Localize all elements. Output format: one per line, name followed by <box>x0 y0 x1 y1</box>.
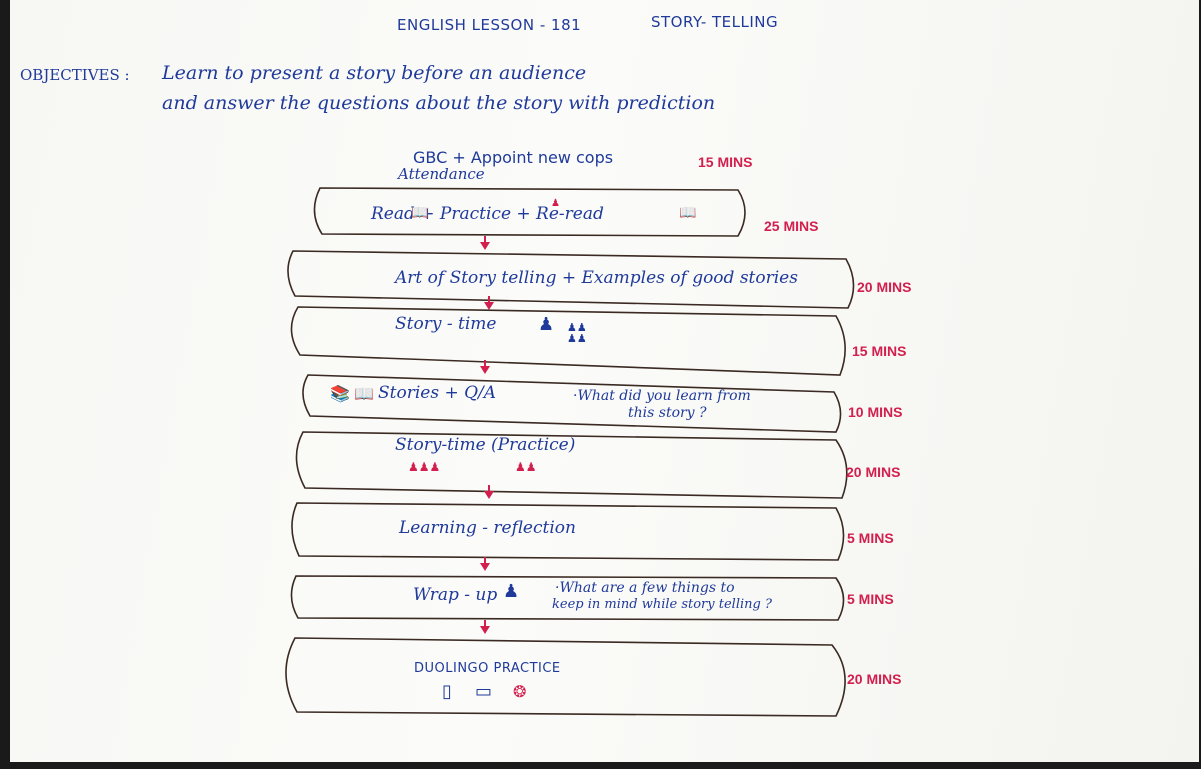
lesson-topic: STORY- TELLING <box>651 13 779 31</box>
storyteller-icon: ♟ <box>538 314 555 335</box>
step-box-4 <box>302 374 842 433</box>
book-stack-icon: 📚 <box>330 384 350 403</box>
flow-arrow <box>484 296 494 310</box>
flow-arrow <box>480 236 490 250</box>
step-box-7 <box>290 575 845 621</box>
step-4-note-2: this story ? <box>628 405 707 421</box>
step-1-text: Read + Practice + Re-read <box>371 204 604 224</box>
step-box-3 <box>290 306 846 376</box>
book-icon: 📖 <box>354 384 374 403</box>
step-5-minutes: 20 MINS <box>846 464 901 480</box>
flow-arrow <box>480 557 490 571</box>
wrap-up-icon: ♟ <box>503 581 520 602</box>
lesson-plan-sheet: ENGLISH LESSON - 181 STORY- TELLING OBJE… <box>10 0 1199 762</box>
step-box-6 <box>291 502 845 561</box>
step-8-minutes: 20 MINS <box>847 671 902 687</box>
step-5-text: Story-time (Practice) <box>395 435 576 455</box>
step-6-text: Learning - reflection <box>399 518 576 538</box>
flow-arrow <box>480 620 490 634</box>
step-6-minutes: 5 MINS <box>847 530 894 546</box>
step-4-minutes: 10 MINS <box>848 404 903 420</box>
step-4-text: Stories + Q/A <box>378 383 497 403</box>
flow-arrow <box>484 485 494 499</box>
person-icon: ♟ <box>551 198 560 209</box>
step-1-minutes: 25 MINS <box>764 218 819 234</box>
group-icon: ♟♟ <box>515 460 537 474</box>
tablet-icon: ▯ <box>442 681 452 702</box>
intro-minutes: 15 MINS <box>698 154 753 170</box>
step-7-note-2: keep in mind while story telling ? <box>552 597 772 612</box>
objectives-label: OBJECTIVES : <box>20 66 130 84</box>
step-8-text: DUOLINGO PRACTICE <box>414 661 561 676</box>
intro-line-2: Attendance <box>398 165 485 183</box>
flow-arrow <box>480 360 490 374</box>
step-box-5 <box>295 431 848 499</box>
laptop-icon: ▭ <box>475 681 493 702</box>
step-7-text: Wrap - up <box>413 585 498 605</box>
objective-line-2: and answer the questions about the story… <box>162 92 716 114</box>
step-box-2 <box>287 250 855 309</box>
step-2-minutes: 20 MINS <box>857 279 912 295</box>
duolingo-owl-icon: ❂ <box>513 682 527 701</box>
step-box-8 <box>285 637 846 717</box>
step-7-note-1: ·What are a few things to <box>555 580 735 596</box>
book-icon: 📖 <box>679 205 697 221</box>
objective-line-1: Learn to present a story before an audie… <box>162 62 587 84</box>
intro-line-1: GBC + Appoint new cops <box>413 148 614 167</box>
step-2-text: Art of Story telling + Examples of good … <box>395 268 798 288</box>
step-boxes <box>285 187 855 717</box>
step-box-1 <box>313 187 746 237</box>
step-3-minutes: 15 MINS <box>852 343 907 359</box>
step-7-minutes: 5 MINS <box>847 591 894 607</box>
lesson-title: ENGLISH LESSON - 181 <box>397 16 582 34</box>
group-icon: ♟♟♟ <box>408 460 441 474</box>
audience-icon: ♟♟♟♟ <box>567 321 587 345</box>
book-icon: 📖 <box>411 205 429 221</box>
step-4-note-1: ·What did you learn from <box>573 388 751 404</box>
step-3-text: Story - time <box>395 314 497 334</box>
